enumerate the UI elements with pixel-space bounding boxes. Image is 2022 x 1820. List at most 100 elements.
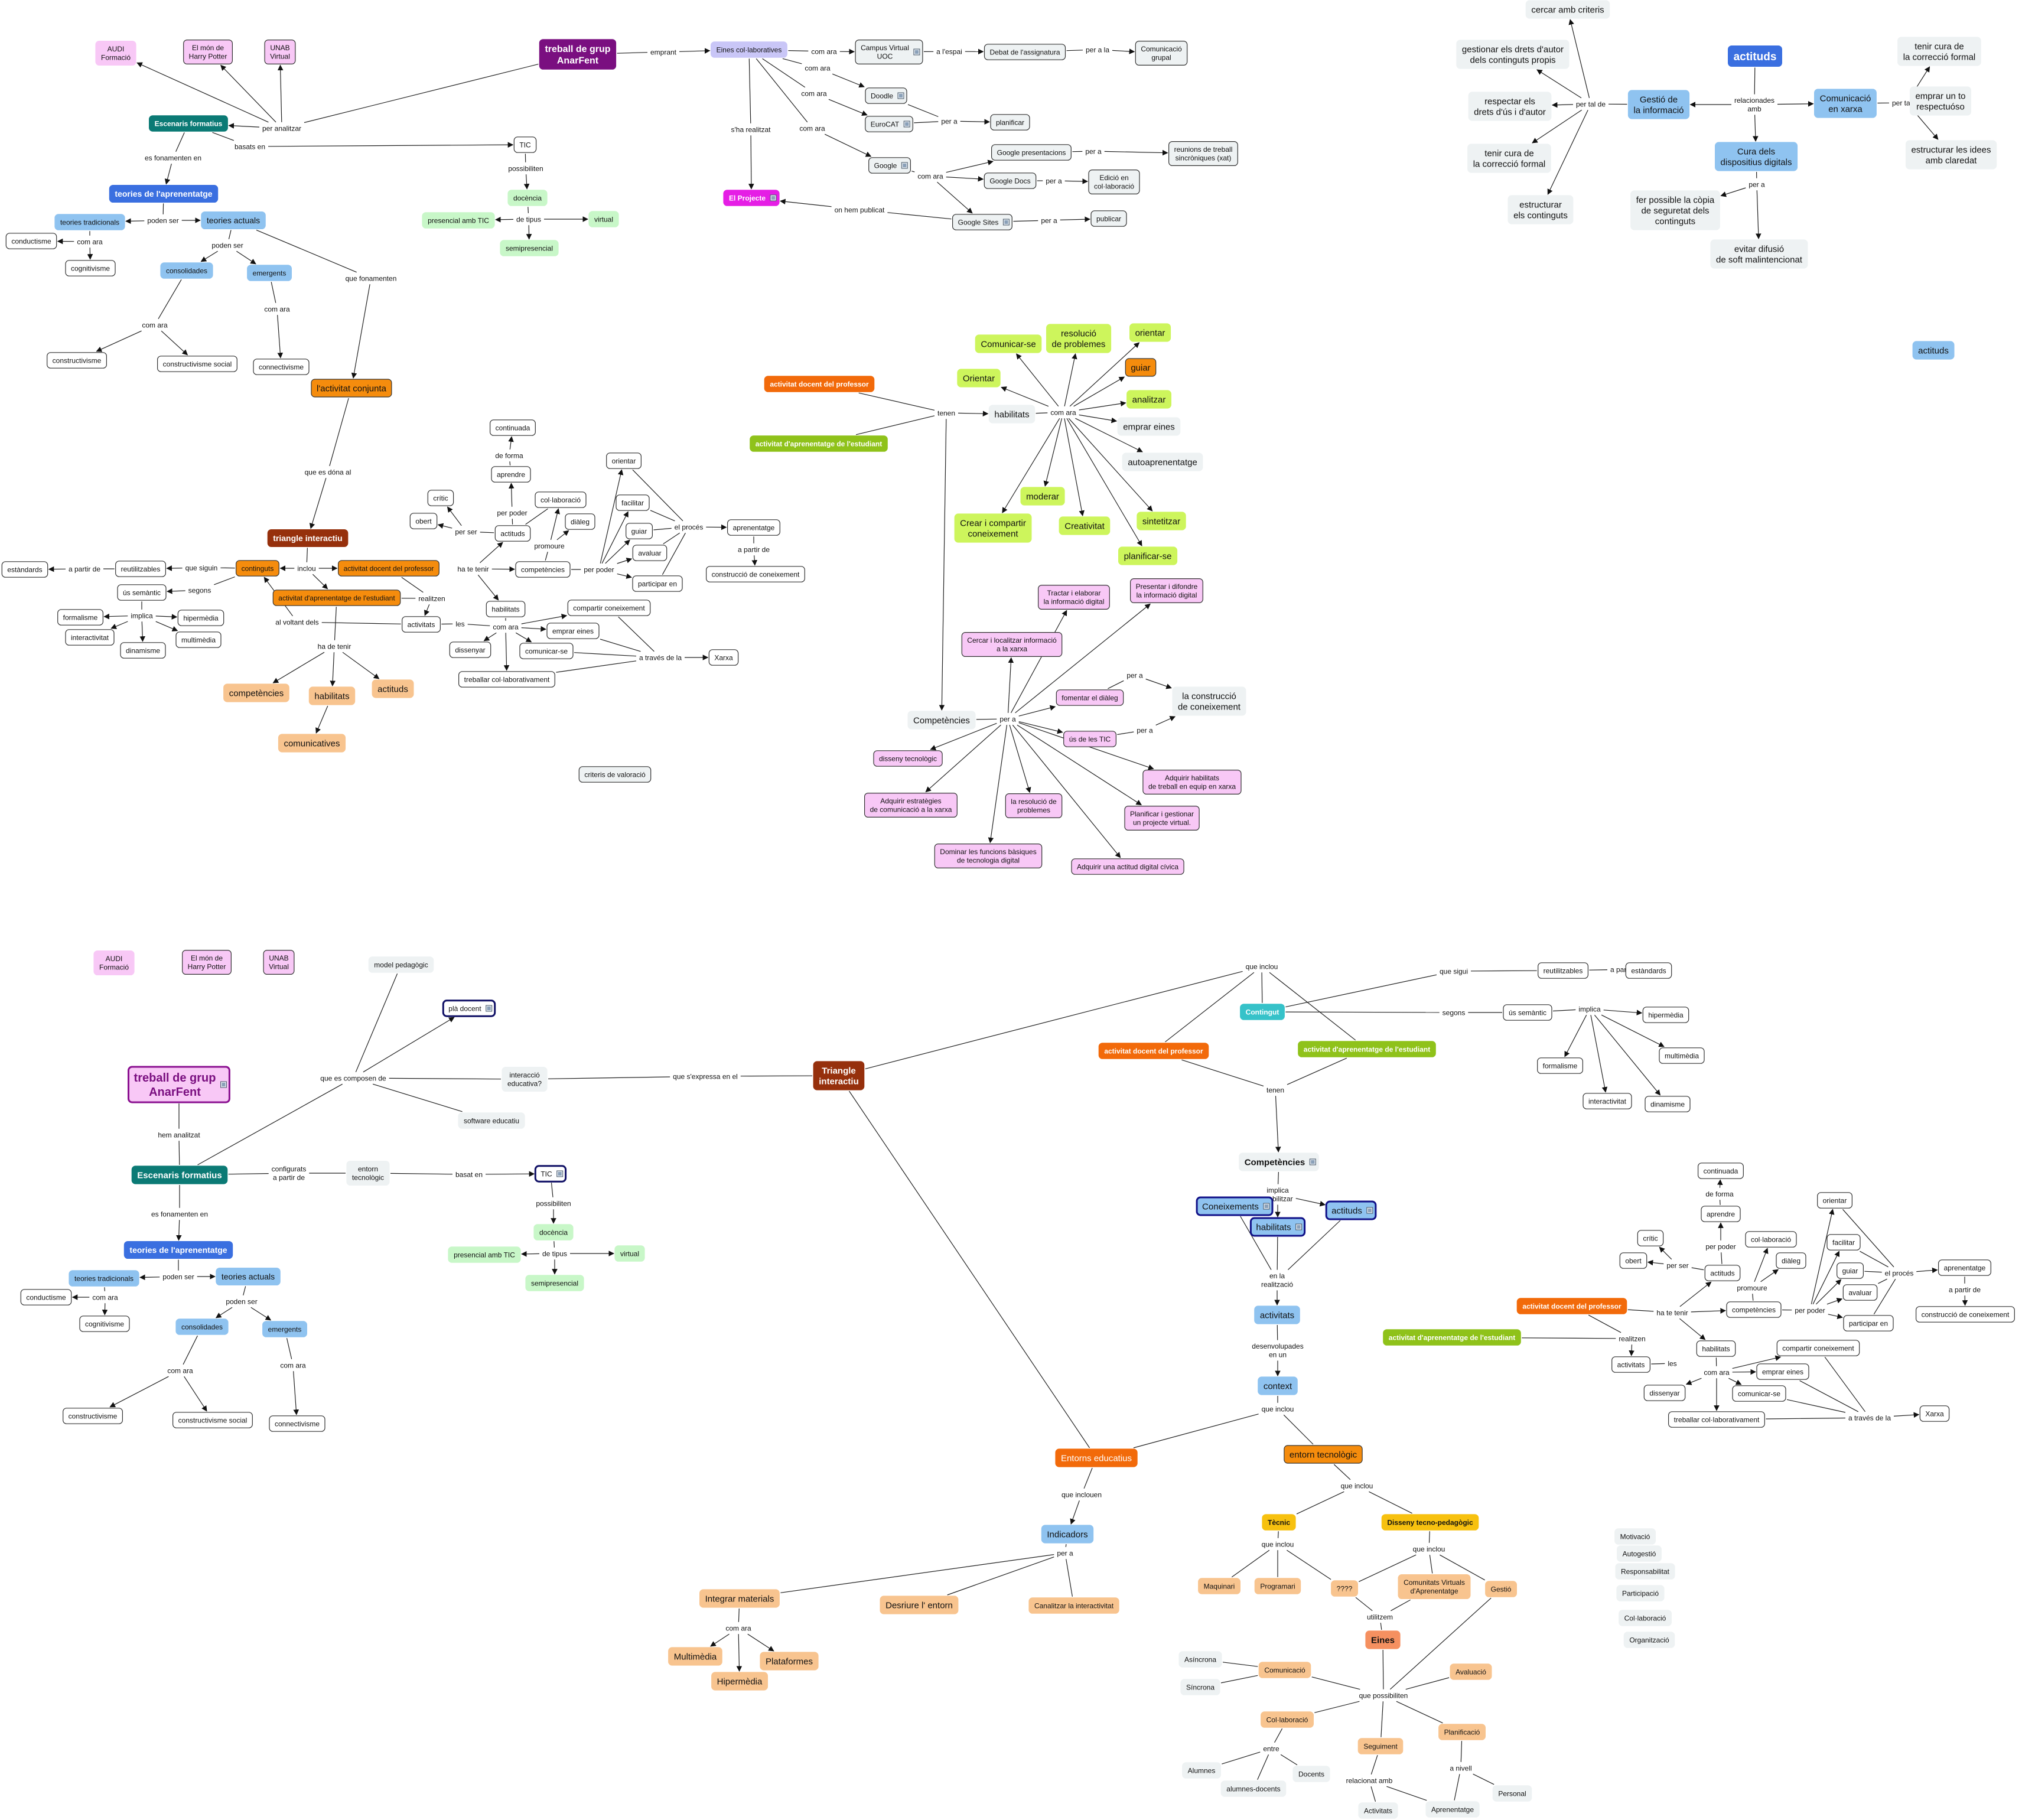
concept-map-link-icon[interactable] (1002, 219, 1010, 226)
concept-node[interactable]: teories tradicionals (69, 1270, 139, 1287)
concept-node[interactable]: triangle interactiu (267, 529, 349, 547)
concept-node[interactable]: Xarxa (1919, 1405, 1950, 1422)
concept-node[interactable]: Coneixements (1196, 1196, 1274, 1216)
concept-node[interactable]: activitat d'aprenentatge de l'estudiant (750, 435, 888, 452)
concept-node[interactable]: Integrar materials (699, 1589, 780, 1608)
concept-node[interactable]: cognitivisme (79, 1316, 130, 1332)
concept-map-link-icon[interactable] (897, 92, 904, 99)
concept-node[interactable]: EuroCAT (865, 116, 913, 132)
concept-node[interactable]: Eines (1365, 1630, 1401, 1649)
concept-node[interactable]: emergents (247, 265, 292, 281)
concept-map-link-icon[interactable] (770, 194, 777, 201)
concept-node[interactable]: aprendre (1701, 1206, 1741, 1222)
concept-node[interactable]: Debat de l'assignatura (984, 44, 1066, 60)
concept-node[interactable]: aprenentatge (727, 519, 780, 536)
concept-node[interactable]: Alumnes (1182, 1762, 1221, 1779)
concept-node[interactable]: planificar (990, 114, 1030, 131)
concept-node[interactable]: conductisme (5, 233, 57, 249)
concept-node[interactable]: Google Docs (984, 172, 1037, 189)
concept-node[interactable]: Docents (1292, 1766, 1330, 1782)
concept-node[interactable]: cercar amb criteris (1525, 0, 1610, 19)
concept-map-link-icon[interactable] (901, 162, 908, 169)
concept-node[interactable]: interactivitat (1583, 1093, 1632, 1109)
concept-node[interactable]: facilitar (1826, 1234, 1861, 1251)
concept-node[interactable]: orientar (1817, 1192, 1852, 1209)
concept-node[interactable]: habilitats (1696, 1340, 1736, 1357)
concept-node[interactable]: ús semàntic (117, 584, 167, 601)
concept-node[interactable]: emprar eines (1117, 417, 1181, 436)
concept-node[interactable]: Avaluació (1450, 1663, 1492, 1680)
concept-node[interactable]: Canalitzar la interactivitat (1028, 1597, 1119, 1614)
concept-map-link-icon[interactable] (913, 48, 920, 56)
concept-node[interactable]: constructivisme (63, 1408, 123, 1424)
concept-node[interactable]: competències (515, 561, 571, 578)
concept-node[interactable]: fomentar el diàleg (1056, 689, 1124, 706)
concept-node[interactable]: construcció de coneixement (705, 566, 805, 582)
concept-node[interactable]: docència (507, 190, 548, 206)
concept-node[interactable]: Disseny tecno-pedagògic (1381, 1514, 1479, 1531)
concept-node[interactable]: Col·laboració (1261, 1711, 1314, 1728)
concept-node[interactable]: plà docent (442, 999, 496, 1017)
concept-map-link-icon[interactable] (556, 1170, 564, 1177)
concept-node[interactable]: ús semàntic (1503, 1004, 1552, 1021)
concept-node[interactable]: obert (409, 513, 438, 529)
concept-node[interactable]: Responsabilitat (1615, 1563, 1675, 1580)
concept-node[interactable]: Gestió (1485, 1581, 1517, 1597)
concept-node[interactable]: emergents (262, 1321, 308, 1337)
concept-node[interactable]: estàndards (1, 561, 48, 578)
concept-node[interactable]: continuada (1698, 1163, 1744, 1179)
concept-node[interactable]: dissenyar (449, 642, 491, 658)
concept-node[interactable]: presencial amb TIC (448, 1246, 521, 1263)
concept-node[interactable]: dinamisme (120, 642, 166, 659)
concept-node[interactable]: diàleg (1776, 1252, 1806, 1269)
concept-node[interactable]: Indicadors (1041, 1525, 1094, 1544)
concept-node[interactable]: comunicar-se (1732, 1385, 1786, 1402)
concept-node[interactable]: reutilitzables (1538, 962, 1588, 979)
concept-node[interactable]: actituds (1728, 45, 1783, 67)
concept-node[interactable]: planificar-se (1118, 546, 1178, 565)
concept-node[interactable]: treballar col·laborativament (458, 671, 555, 688)
concept-node[interactable]: teories de l'aprenentatge (123, 1241, 233, 1259)
concept-node[interactable]: crític (427, 490, 454, 506)
concept-node[interactable]: diàleg (565, 513, 595, 530)
concept-node[interactable]: teories actuals (216, 1268, 281, 1286)
concept-node[interactable]: analitzar (1126, 390, 1171, 409)
concept-node[interactable]: dissenyar (1643, 1385, 1686, 1401)
concept-node[interactable]: actituds (494, 525, 531, 542)
concept-node[interactable]: habilitats (308, 686, 356, 705)
concept-node[interactable]: autoaprenentatge (1122, 452, 1203, 471)
concept-node[interactable]: Planificació (1438, 1724, 1486, 1740)
concept-node[interactable]: estàndards (1625, 962, 1672, 979)
concept-node[interactable]: Doodle (865, 87, 907, 104)
concept-node[interactable]: Autogestió (1617, 1545, 1662, 1562)
concept-node[interactable]: disseny tecnològic (873, 750, 943, 767)
concept-node[interactable]: model pedagògic (368, 956, 434, 973)
concept-node[interactable]: Escenaris formatius (149, 115, 228, 132)
concept-node[interactable]: teories de l'aprenentatge (109, 185, 219, 203)
concept-node[interactable]: emprar eines (1756, 1363, 1809, 1380)
concept-node[interactable]: actituds (372, 679, 414, 698)
concept-node[interactable]: Xarxa (708, 649, 739, 666)
concept-node[interactable]: connectivisme (269, 1415, 325, 1432)
concept-map-link-icon[interactable] (486, 1005, 493, 1012)
concept-node[interactable]: Multimèdia (668, 1647, 722, 1666)
concept-node[interactable]: participar en (1843, 1315, 1894, 1331)
concept-node[interactable]: compartir coneixement (1776, 1340, 1860, 1356)
